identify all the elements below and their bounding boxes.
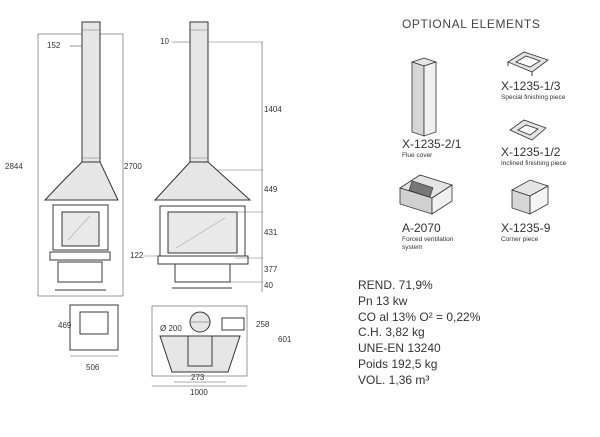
desc-flue-cover: Flue cover — [402, 152, 433, 159]
side-view: 10 1404 449 431 377 40 122 — [130, 21, 282, 292]
desc-inclined-finishing: Inclined finishing piece — [501, 160, 567, 167]
dim-flue-diameter: Ø 200 — [160, 324, 182, 333]
dim-body-height: 2700 — [124, 162, 142, 171]
spec-power: Pn 13 kw — [358, 293, 408, 308]
specs-list: REND. 71,9% Pn 13 kw CO al 13% O² = 0,22… — [358, 278, 480, 389]
dim-flue: 1404 — [264, 105, 282, 114]
spec-weight: Poids 192,5 kg — [358, 356, 438, 371]
front-firebox — [52, 204, 109, 251]
dim-plan-inner: 273 — [191, 373, 205, 382]
code-flue-cover: X-1235-2/1 — [402, 137, 462, 151]
dim-ledge: 122 — [130, 251, 144, 260]
side-hood — [153, 161, 252, 201]
dim-plan-depth: 601 — [278, 335, 292, 344]
front-base — [57, 261, 103, 283]
spec-ch: C.H. 3,82 kg — [358, 325, 425, 340]
dim-total-height: 2844 — [5, 162, 23, 171]
dim-top-offset-front: 152 — [47, 41, 61, 50]
special-finishing-piece-icon — [507, 51, 549, 76]
code-special-finishing: X-1235-1/3 — [501, 79, 561, 93]
front-outline — [37, 33, 124, 297]
flue-cover-icon — [410, 57, 438, 137]
plan-outline — [151, 305, 248, 377]
front-hood — [43, 161, 119, 201]
corner-piece-icon — [511, 179, 549, 215]
front-view: 152 2844 2700 — [5, 21, 142, 297]
side-base — [174, 263, 231, 283]
base-outline — [69, 304, 119, 351]
spec-co: CO al 13% O² = 0,22% — [358, 309, 481, 324]
dim-plan-offset: 258 — [256, 320, 270, 329]
desc-special-finishing: Special finishing piece — [501, 94, 566, 101]
desc-forced-ventilation: Forced ventilation system — [402, 236, 454, 251]
inclined-finishing-piece-icon — [509, 119, 547, 141]
base-top-view: 469 506 — [58, 304, 119, 372]
spec-standard: UNE-EN 13240 — [358, 341, 441, 356]
spec-efficiency: REND. 71,9% — [358, 278, 433, 292]
code-forced-ventilation: A-2070 — [402, 221, 441, 235]
optional-elements-title: OPTIONAL ELEMENTS — [402, 17, 541, 31]
dim-base-depth: 469 — [58, 321, 72, 330]
dim-plan-width: 1000 — [190, 388, 208, 397]
forced-ventilation-icon — [399, 174, 453, 215]
plan-view: Ø 200 258 601 273 1000 — [151, 305, 292, 397]
spec-volume: VOL. 1,36 m³ — [358, 372, 430, 387]
desc-corner-piece: Corner piece — [501, 236, 539, 243]
dim-top-offset-side: 10 — [160, 37, 169, 46]
dim-base-width: 506 — [86, 363, 100, 372]
side-flue-pipe — [189, 21, 209, 163]
dim-hood: 449 — [264, 185, 278, 194]
dim-firebox: 431 — [264, 228, 278, 237]
front-glass — [61, 211, 100, 247]
code-corner-piece: X-1235-9 — [501, 221, 551, 235]
code-inclined-finishing: X-1235-1/2 — [501, 145, 561, 159]
dim-base: 377 — [264, 265, 278, 274]
front-flue-pipe — [81, 21, 101, 163]
dim-foot: 40 — [264, 281, 273, 290]
